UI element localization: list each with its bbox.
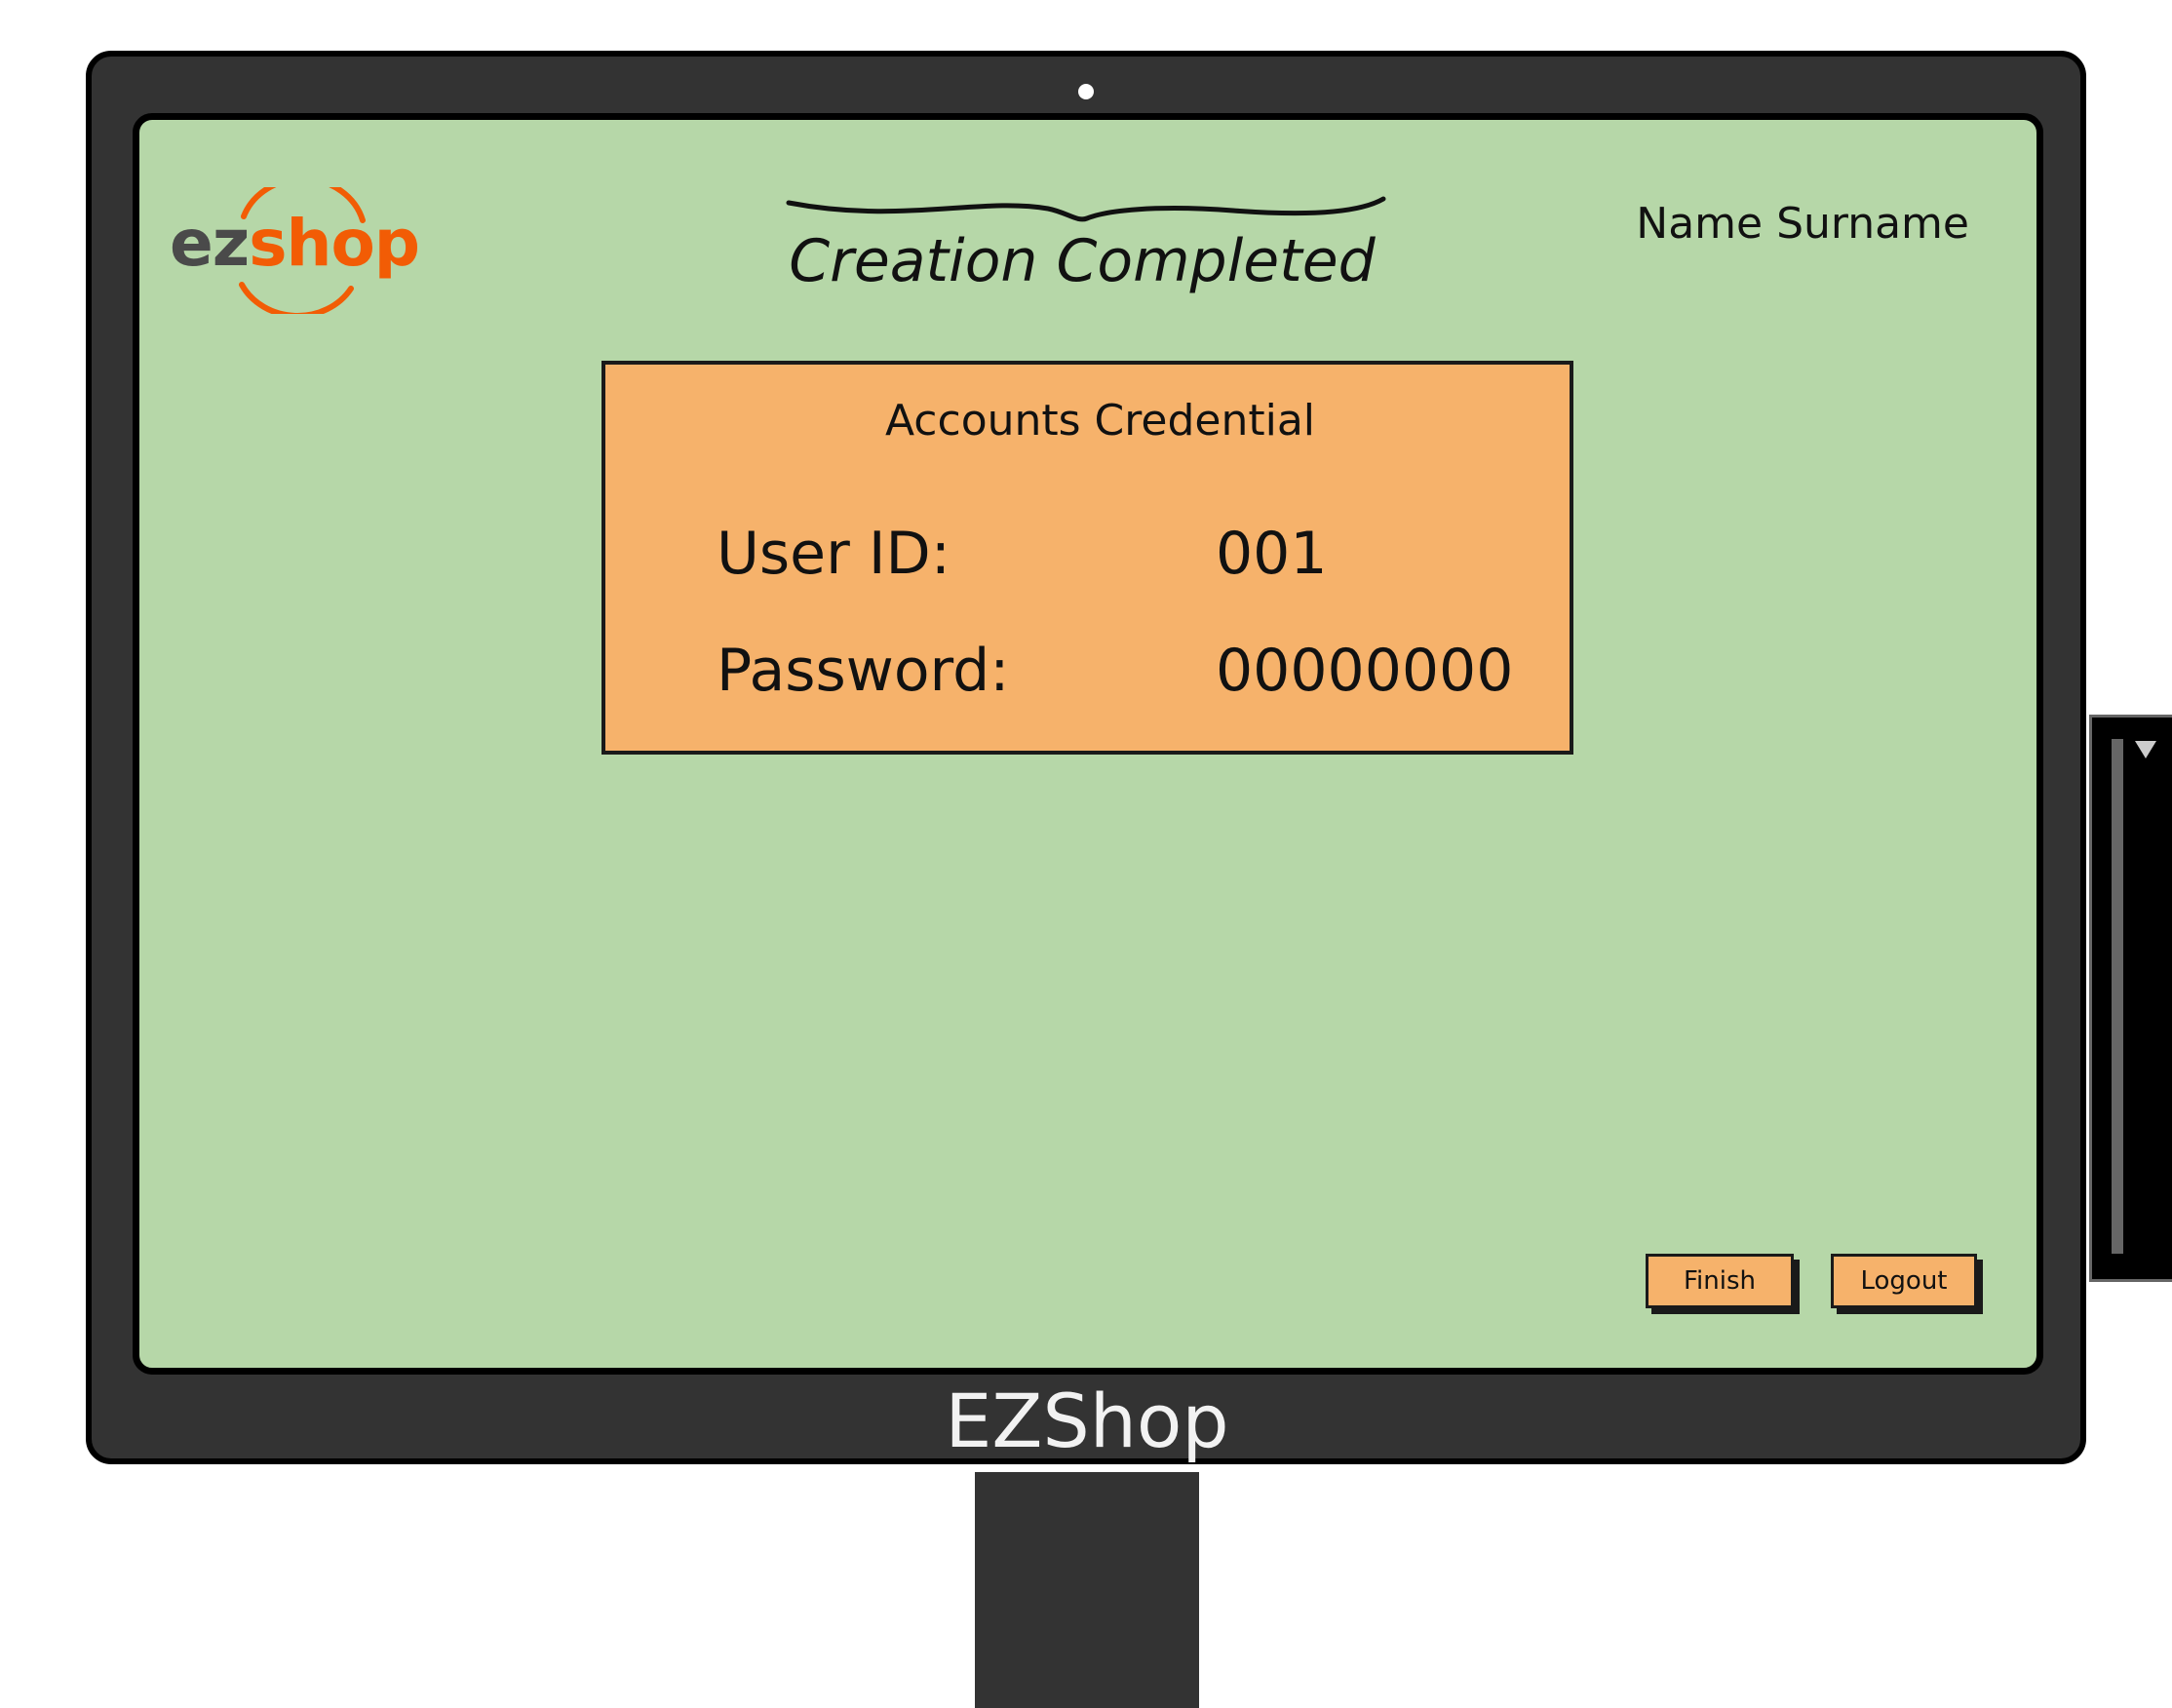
monitor-brand-label: EZShop (945, 1378, 1229, 1464)
password-label: Password: (717, 637, 1010, 705)
page-title: Creation Completed (789, 227, 1376, 295)
dropdown-arrow-icon[interactable] (2135, 741, 2156, 758)
password-value: 00000000 (1216, 637, 1514, 705)
credentials-title: Accounts Credential (884, 396, 1316, 446)
logo-ez-text: ez (170, 206, 250, 281)
logo-shop-text: shop (249, 206, 420, 281)
title-swash-decoration (786, 196, 1386, 222)
side-scroll-panel (2089, 715, 2172, 1282)
camera-icon (1078, 84, 1094, 99)
user-name-label: Name Surname (1636, 199, 1969, 249)
credentials-card: Accounts Credential User ID: 001 Passwor… (601, 361, 1573, 755)
finish-button[interactable]: Finish (1646, 1254, 1794, 1308)
monitor-stand (975, 1472, 1199, 1708)
ezshop-logo: ezshop (168, 187, 421, 314)
scrollbar-track[interactable] (2112, 739, 2123, 1254)
logo-ring-icon (239, 187, 366, 314)
logout-button[interactable]: Logout (1831, 1254, 1977, 1308)
user-id-label: User ID: (717, 520, 950, 588)
user-id-value: 001 (1216, 520, 1328, 588)
logo-wordmark: ezshop (170, 205, 420, 283)
